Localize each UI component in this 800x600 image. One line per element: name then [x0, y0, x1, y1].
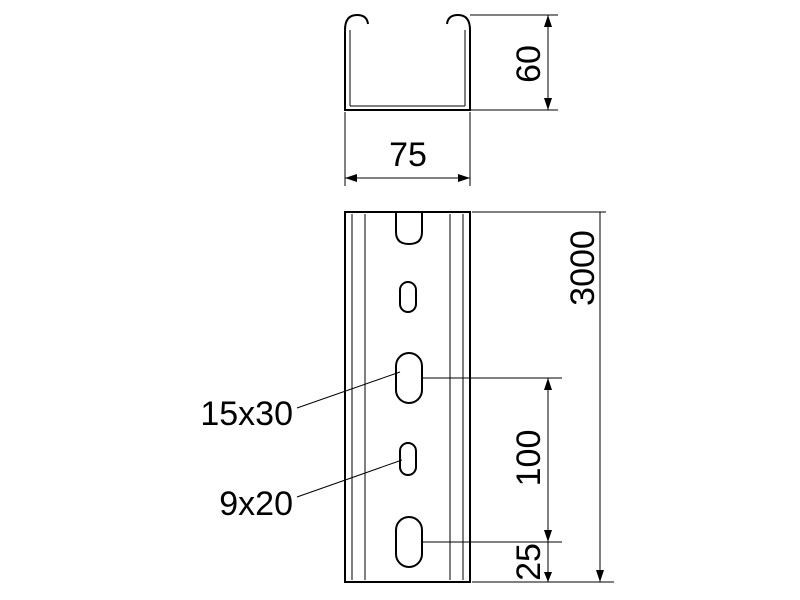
elevation-view	[344, 211, 471, 583]
large-slot-label: 15x30	[200, 395, 293, 433]
width-arrow-right	[458, 174, 470, 182]
profile-body	[344, 30, 471, 111]
length-dimension: 3000	[472, 211, 614, 583]
length-label: 3000	[564, 230, 602, 306]
cross-section-profile	[344, 13, 471, 111]
small-slot-label: 9x20	[219, 485, 293, 523]
small-slot	[399, 281, 417, 313]
large-slot	[395, 516, 423, 568]
end-offset-dimension: 25	[510, 542, 552, 582]
slot-callouts: 15x30 9x20	[200, 371, 403, 523]
large-slot	[395, 352, 423, 404]
end-offset-label: 25	[510, 543, 548, 581]
small-slot-leader	[296, 459, 403, 498]
height-arrow-bottom	[544, 98, 552, 110]
top-notch	[395, 212, 423, 246]
large-slot-leader	[296, 371, 401, 409]
height-label: 60	[510, 45, 548, 83]
channel-outline	[344, 211, 471, 583]
small-slot	[399, 442, 417, 476]
right-lip	[446, 13, 471, 31]
length-arrow-bottom	[596, 570, 604, 582]
pitch-dimension: 100	[422, 377, 562, 543]
height-arrow-top	[544, 15, 552, 27]
pitch-arrow-bottom	[544, 530, 552, 542]
left-lip	[344, 13, 369, 31]
width-dimension: 75	[344, 112, 471, 186]
width-label: 75	[389, 136, 427, 174]
height-dimension: 60	[470, 14, 558, 111]
pitch-label: 100	[510, 430, 548, 487]
width-arrow-left	[345, 174, 357, 182]
pitch-arrow-top	[544, 378, 552, 390]
end-offset-arrow-bottom	[544, 572, 552, 582]
